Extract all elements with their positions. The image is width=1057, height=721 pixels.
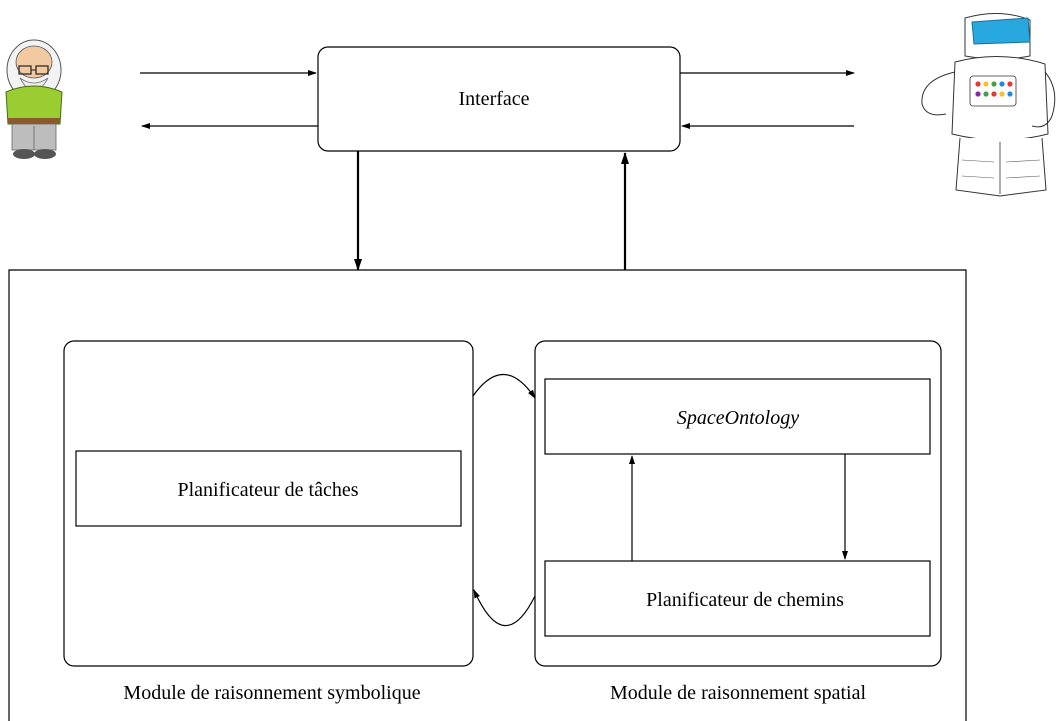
robot-icon — [921, 12, 1056, 197]
task-planner-label: Planificateur de tâches — [177, 479, 358, 501]
path-planner-label: Planificateur de chemins — [646, 589, 844, 611]
symbolic-module-caption: Module de raisonnement symbolique — [123, 682, 420, 704]
path-planner-box — [544, 560, 931, 637]
interface-label: Interface — [458, 88, 529, 110]
space-ontology-box — [544, 378, 931, 455]
human-icon — [5, 39, 63, 159]
system-container — [8, 269, 967, 721]
interface-box — [317, 46, 681, 152]
spatial-to-symbolic-arrow — [473, 589, 536, 627]
task-planner-box — [75, 450, 462, 527]
symbolic-to-spatial-arrow — [472, 373, 536, 399]
space-ontology-label: SpaceOntology — [677, 407, 799, 429]
spatial-module-caption: Module de raisonnement spatial — [610, 682, 866, 704]
